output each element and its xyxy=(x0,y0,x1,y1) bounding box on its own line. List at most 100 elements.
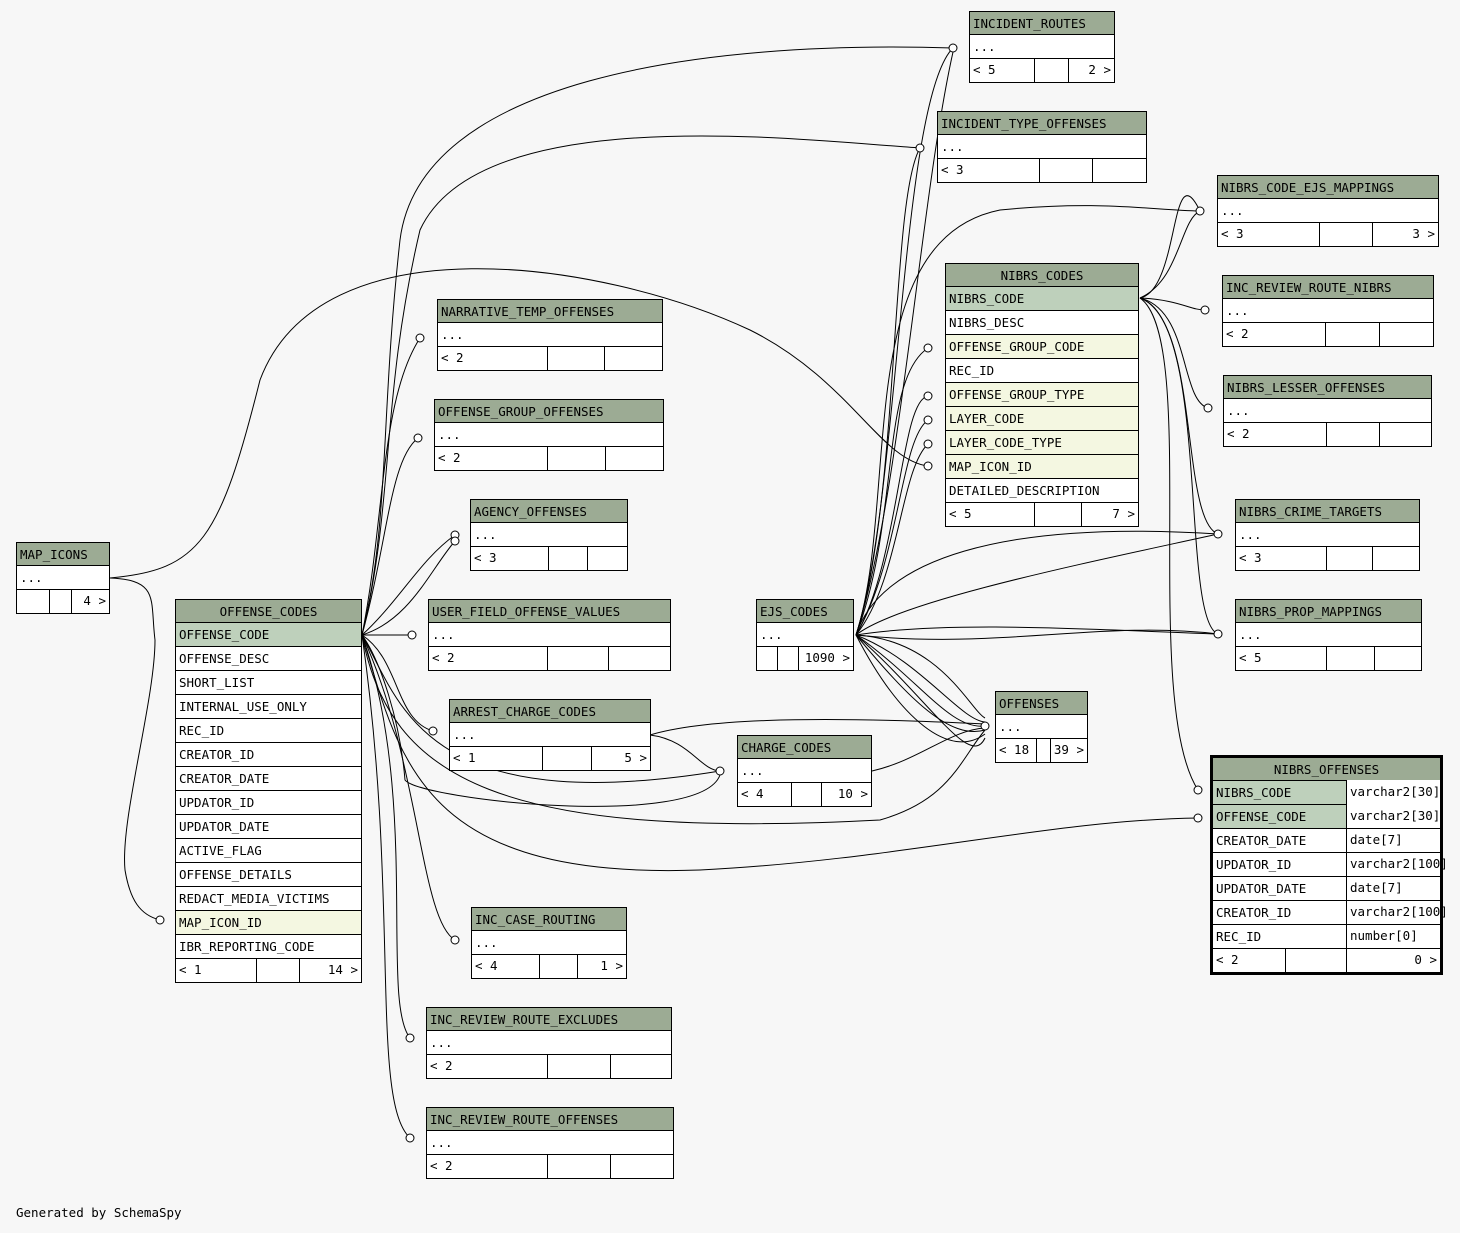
table-title[interactable]: NIBRS_OFFENSES xyxy=(1213,758,1440,781)
table-column[interactable]: CREATOR_DATE xyxy=(176,767,361,791)
table-incident-type-offenses[interactable]: INCIDENT_TYPE_OFFENSES ... < 3 xyxy=(937,111,1147,183)
table-column[interactable]: NIBRS_CODE xyxy=(946,287,1138,311)
column-count xyxy=(256,959,299,982)
child-count xyxy=(1379,323,1433,346)
table-title[interactable]: MAP_ICONS xyxy=(17,543,109,566)
table-charge-codes[interactable]: CHARGE_CODES ... < 4 10 > xyxy=(737,735,872,807)
table-column[interactable]: CREATOR_ID xyxy=(176,743,361,767)
table-title[interactable]: AGENCY_OFFENSES xyxy=(471,500,627,523)
table-offenses[interactable]: OFFENSES ... < 18 39 > xyxy=(995,691,1088,763)
table-column[interactable]: ... xyxy=(427,1131,673,1155)
table-column[interactable]: ... xyxy=(450,723,650,747)
table-column[interactable]: NIBRS_CODE varchar2[30] xyxy=(1213,780,1441,805)
table-footer: < 2 xyxy=(427,1055,671,1078)
table-column[interactable]: DETAILED_DESCRIPTION xyxy=(946,479,1138,503)
table-nibrs-prop-mappings[interactable]: NIBRS_PROP_MAPPINGS ... < 5 xyxy=(1235,599,1422,671)
table-inc-review-route-excludes[interactable]: INC_REVIEW_ROUTE_EXCLUDES ... < 2 xyxy=(426,1007,672,1079)
table-column[interactable]: ... xyxy=(427,1031,671,1055)
table-title[interactable]: NARRATIVE_TEMP_OFFENSES xyxy=(438,300,662,323)
table-nibrs-lesser-offenses[interactable]: NIBRS_LESSER_OFFENSES ... < 2 xyxy=(1223,375,1432,447)
table-nibrs-crime-targets[interactable]: NIBRS_CRIME_TARGETS ... < 3 xyxy=(1235,499,1420,571)
table-nibrs-offenses[interactable]: NIBRS_OFFENSES NIBRS_CODE varchar2[30] O… xyxy=(1210,755,1448,975)
table-column[interactable]: REC_ID xyxy=(946,359,1138,383)
table-title[interactable]: NIBRS_CODES xyxy=(946,264,1138,287)
table-column[interactable]: ACTIVE_FLAG xyxy=(176,839,361,863)
table-title[interactable]: CHARGE_CODES xyxy=(738,736,871,759)
table-column[interactable]: ... xyxy=(938,135,1146,159)
table-column[interactable]: OFFENSE_GROUP_TYPE xyxy=(946,383,1138,407)
table-column[interactable]: OFFENSE_DETAILS xyxy=(176,863,361,887)
table-column[interactable]: ... xyxy=(1224,399,1431,423)
table-column[interactable]: REC_ID xyxy=(176,719,361,743)
table-column[interactable]: ... xyxy=(438,323,662,347)
table-column[interactable]: OFFENSE_CODE varchar2[30] xyxy=(1213,804,1441,829)
table-column[interactable]: ... xyxy=(1218,199,1438,223)
table-column[interactable]: REDACT_MEDIA_VICTIMS xyxy=(176,887,361,911)
table-title[interactable]: INC_REVIEW_ROUTE_OFFENSES xyxy=(427,1108,673,1131)
table-column[interactable]: ... xyxy=(1236,523,1419,547)
table-nibrs-codes[interactable]: NIBRS_CODES NIBRS_CODE NIBRS_DESC OFFENS… xyxy=(945,263,1139,527)
table-title[interactable]: EJS_CODES xyxy=(757,600,853,623)
table-title[interactable]: OFFENSE_CODES xyxy=(176,600,361,623)
table-title[interactable]: INC_REVIEW_ROUTE_NIBRS xyxy=(1223,276,1433,299)
table-column[interactable]: MAP_ICON_ID xyxy=(946,455,1138,479)
parent-count xyxy=(17,590,49,613)
table-column[interactable]: NIBRS_DESC xyxy=(946,311,1138,335)
table-column[interactable]: IBR_REPORTING_CODE xyxy=(176,935,361,959)
table-title[interactable]: USER_FIELD_OFFENSE_VALUES xyxy=(429,600,670,623)
table-column[interactable]: CREATOR_DATE date[7] xyxy=(1213,828,1440,853)
table-column[interactable]: ... xyxy=(996,715,1087,739)
table-column[interactable]: ... xyxy=(1223,299,1433,323)
table-column[interactable]: OFFENSE_CODE xyxy=(176,623,361,647)
table-title[interactable]: NIBRS_CODE_EJS_MAPPINGS xyxy=(1218,176,1438,199)
table-ejs-codes[interactable]: EJS_CODES ... 1090 > xyxy=(756,599,854,671)
table-inc-review-route-nibrs[interactable]: INC_REVIEW_ROUTE_NIBRS ... < 2 xyxy=(1222,275,1434,347)
table-nibrs-code-ejs-mappings[interactable]: NIBRS_CODE_EJS_MAPPINGS ... < 3 3 > xyxy=(1217,175,1439,247)
table-column[interactable]: CREATOR_ID varchar2[100] xyxy=(1213,900,1448,925)
table-column[interactable]: LAYER_CODE_TYPE xyxy=(946,431,1138,455)
table-column[interactable]: REC_ID number[0] xyxy=(1213,924,1440,949)
column-count xyxy=(547,347,604,370)
child-count: 1090 > xyxy=(798,647,853,670)
table-title[interactable]: INCIDENT_TYPE_OFFENSES xyxy=(938,112,1146,135)
table-arrest-charge-codes[interactable]: ARREST_CHARGE_CODES ... < 1 5 > xyxy=(449,699,651,771)
table-narrative-temp-offenses[interactable]: NARRATIVE_TEMP_OFFENSES ... < 2 xyxy=(437,299,663,371)
table-title[interactable]: NIBRS_CRIME_TARGETS xyxy=(1236,500,1419,523)
table-column[interactable]: OFFENSE_DESC xyxy=(176,647,361,671)
table-title[interactable]: INCIDENT_ROUTES xyxy=(970,12,1114,35)
table-column[interactable]: ... xyxy=(17,566,109,590)
table-column[interactable]: MAP_ICON_ID xyxy=(176,911,361,935)
table-column[interactable]: ... xyxy=(471,523,627,547)
table-column[interactable]: ... xyxy=(738,759,871,783)
table-title[interactable]: INC_REVIEW_ROUTE_EXCLUDES xyxy=(427,1008,671,1031)
table-user-field-offense-values[interactable]: USER_FIELD_OFFENSE_VALUES ... < 2 xyxy=(428,599,671,671)
table-column[interactable]: UPDATOR_DATE date[7] xyxy=(1213,876,1440,901)
table-column[interactable]: ... xyxy=(429,623,670,647)
table-title[interactable]: NIBRS_PROP_MAPPINGS xyxy=(1236,600,1421,623)
table-offense-codes[interactable]: OFFENSE_CODES OFFENSE_CODE OFFENSE_DESC … xyxy=(175,599,362,983)
table-inc-review-route-offenses[interactable]: INC_REVIEW_ROUTE_OFFENSES ... < 2 xyxy=(426,1107,674,1179)
table-column[interactable]: ... xyxy=(757,623,853,647)
table-column[interactable]: LAYER_CODE xyxy=(946,407,1138,431)
table-column[interactable]: ... xyxy=(435,423,663,447)
table-column[interactable]: UPDATOR_ID xyxy=(176,791,361,815)
table-inc-case-routing[interactable]: INC_CASE_ROUTING ... < 4 1 > xyxy=(471,907,627,979)
table-column[interactable]: INTERNAL_USE_ONLY xyxy=(176,695,361,719)
column-name: REC_ID xyxy=(1216,929,1262,944)
table-title[interactable]: ARREST_CHARGE_CODES xyxy=(450,700,650,723)
table-column[interactable]: UPDATOR_DATE xyxy=(176,815,361,839)
table-column[interactable]: ... xyxy=(472,931,626,955)
table-column[interactable]: ... xyxy=(1236,623,1421,647)
table-offense-group-offenses[interactable]: OFFENSE_GROUP_OFFENSES ... < 2 xyxy=(434,399,664,471)
table-column[interactable]: SHORT_LIST xyxy=(176,671,361,695)
table-title[interactable]: OFFENSES xyxy=(996,692,1087,715)
table-title[interactable]: INC_CASE_ROUTING xyxy=(472,908,626,931)
table-column[interactable]: OFFENSE_GROUP_CODE xyxy=(946,335,1138,359)
table-column[interactable]: ... xyxy=(970,35,1114,59)
table-incident-routes[interactable]: INCIDENT_ROUTES ... < 5 2 > xyxy=(969,11,1115,83)
table-map-icons[interactable]: MAP_ICONS ... 4 > xyxy=(16,542,110,614)
table-title[interactable]: NIBRS_LESSER_OFFENSES xyxy=(1224,376,1431,399)
table-column[interactable]: UPDATOR_ID varchar2[100] xyxy=(1213,852,1448,877)
table-agency-offenses[interactable]: AGENCY_OFFENSES ... < 3 xyxy=(470,499,628,571)
table-title[interactable]: OFFENSE_GROUP_OFFENSES xyxy=(435,400,663,423)
